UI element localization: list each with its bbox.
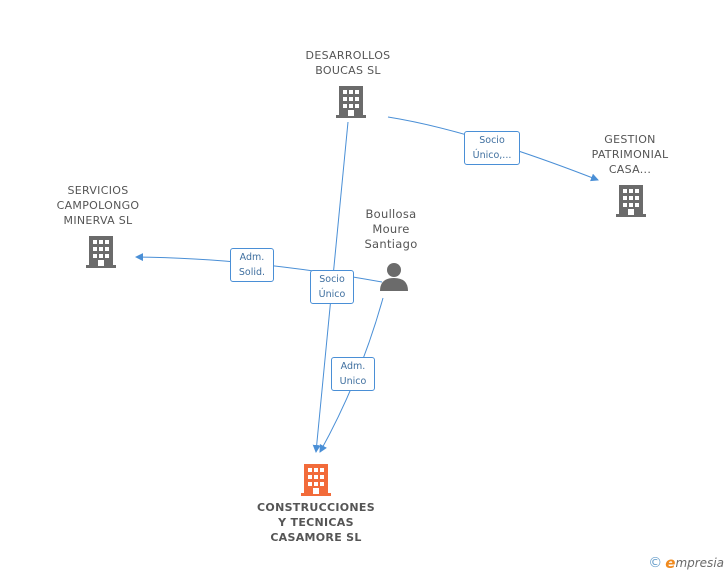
edge-label-socio-unico-gestion[interactable]: Socio Único,...: [464, 131, 520, 165]
node-person-label: Boullosa Moure Santiago: [364, 207, 418, 251]
brand-initial: e: [665, 554, 676, 572]
node-construcciones-label: CONSTRUCCIONES Y TECNICAS CASAMORE SL: [257, 501, 375, 544]
edge-label-adm-unico[interactable]: Adm. Unico: [331, 357, 375, 391]
node-servicios-label: SERVICIOS CAMPOLONGO MINERVA SL: [56, 184, 140, 227]
node-desarrollos-label: DESARROLLOS BOUCAS SL: [305, 49, 391, 77]
node-gestion-label: GESTION PATRIMONIAL CASA...: [591, 133, 669, 176]
building-icon[interactable]: [85, 234, 117, 268]
person-icon[interactable]: [378, 261, 410, 291]
building-icon[interactable]: [615, 183, 647, 217]
edge-label-socio-unico-construcciones[interactable]: Socio Único: [310, 270, 354, 304]
copyright-icon: ©: [648, 555, 663, 571]
building-icon[interactable]: [300, 462, 332, 496]
brand-name: mpresia: [675, 556, 724, 570]
footer-brand: © e mpresia: [648, 554, 724, 572]
building-icon[interactable]: [335, 84, 367, 118]
edge-label-adm-solid[interactable]: Adm. Solid.: [230, 248, 274, 282]
